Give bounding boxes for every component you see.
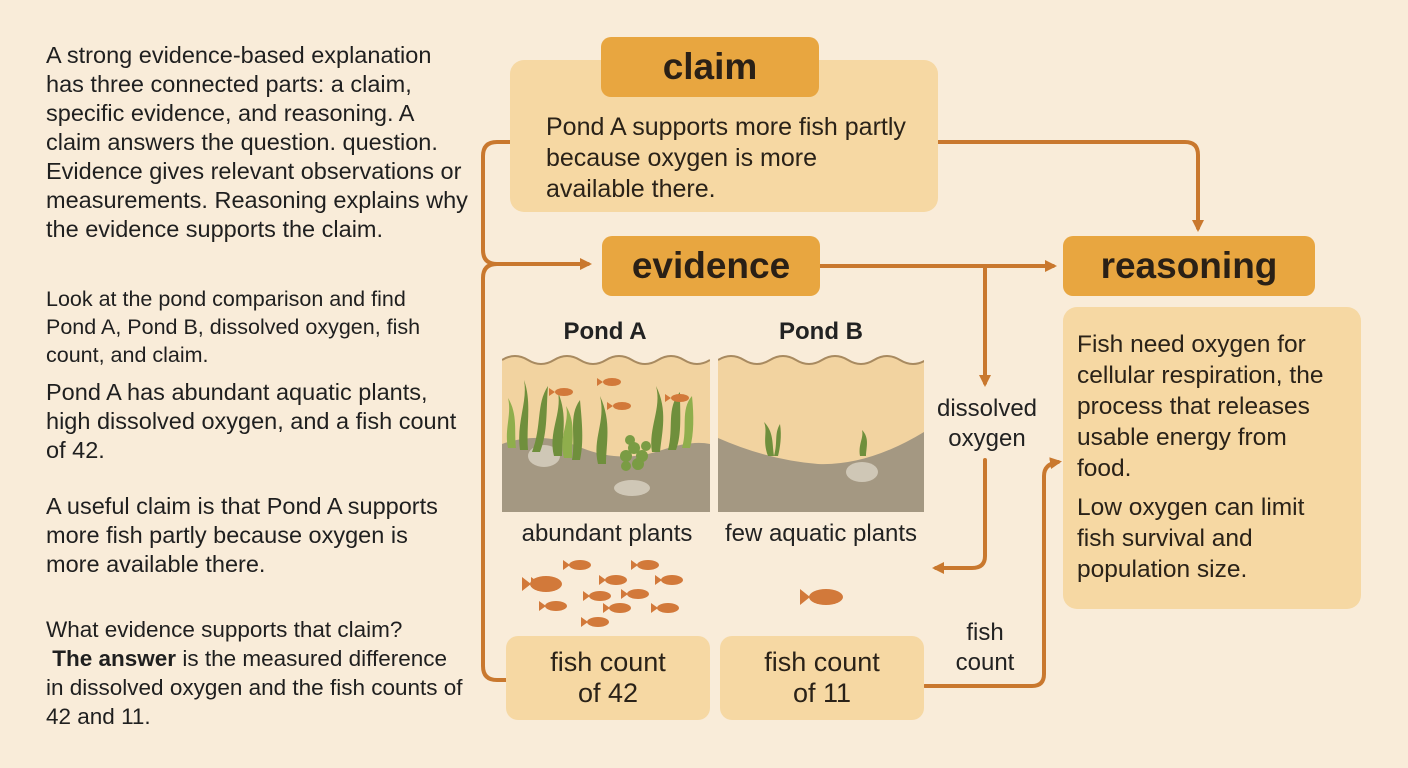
reasoning-text-1: Fish need oxygen for cellular respiratio… <box>1077 331 1324 482</box>
answer-bold: The answer <box>52 646 177 671</box>
pond-a-fish-school <box>522 560 683 627</box>
pond-b-illustration <box>718 355 924 512</box>
evidence-label: evidence <box>602 236 820 296</box>
instruction-paragraph: Look at the pond comparison and find Pon… <box>46 287 421 367</box>
intro-paragraph: A strong evidence-based explanation has … <box>46 42 468 242</box>
claim-description: A useful claim is that Pond A supports m… <box>46 493 438 577</box>
question-text: What evidence supports that claim? <box>46 617 403 642</box>
pond-b-fish-count: fish count of 11 <box>720 636 924 720</box>
fish-count-label: fish count <box>955 619 1015 676</box>
pond-b-count-text: fish count of 11 <box>764 647 880 708</box>
dissolved-oxygen-label: dissolved oxygen <box>936 395 1038 452</box>
pond-b-fish <box>800 589 843 605</box>
question-answer: What evidence supports that claim? The a… <box>46 615 466 731</box>
claim-text: Pond A supports more fish partly because… <box>546 113 906 203</box>
arrow-oxygen-to-ponds <box>932 458 987 574</box>
arrow-left-loop <box>481 262 512 682</box>
pond-b-title: Pond B <box>779 318 863 345</box>
pond-b-caption: few aquatic plants <box>724 520 918 547</box>
reasoning-text-2: Low oxygen can limit fish survival and p… <box>1077 494 1305 583</box>
pond-a-caption: abundant plants <box>521 520 693 547</box>
claim-card: Pond A supports more fish partly because… <box>510 60 938 212</box>
reasoning-label: reasoning <box>1063 236 1315 296</box>
pond-a-count-text: fish count of 42 <box>550 647 666 708</box>
pond-a-description: Pond A has abundant aquatic plants, high… <box>46 379 457 463</box>
arrow-claim-to-reasoning <box>936 140 1204 232</box>
pond-a-title: Pond A <box>563 318 647 345</box>
claim-label: claim <box>601 37 819 97</box>
answer-text: is the measured difference in dissolved … <box>46 646 463 729</box>
arrow-fishcount-to-reasoning <box>923 457 1062 688</box>
pond-a-illustration <box>502 355 710 512</box>
pond-a-fish-count: fish count of 42 <box>506 636 710 720</box>
reasoning-card: Fish need oxygen for cellular respiratio… <box>1063 307 1361 609</box>
